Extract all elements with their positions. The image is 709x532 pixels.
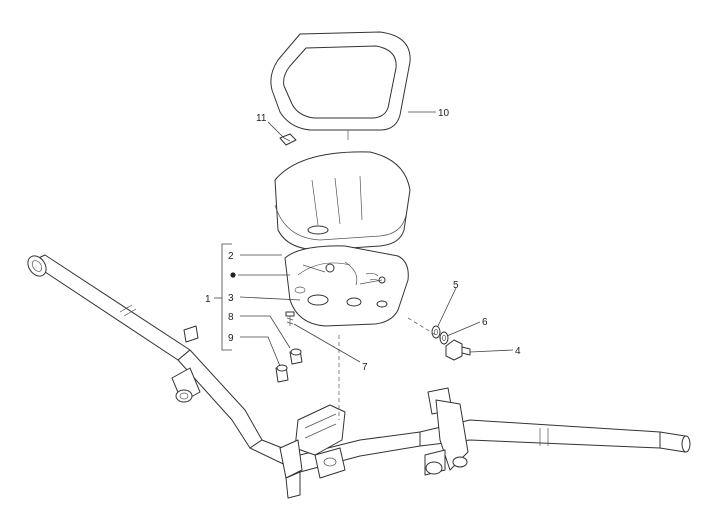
callout-10: 10 [438, 108, 450, 119]
part-10-bezel-ring [270, 31, 411, 140]
callout-labels: 1 2 3 4 5 6 7 8 9 10 11 [205, 108, 521, 373]
part-4-bolt [445, 339, 471, 361]
callout-6: 6 [482, 317, 488, 328]
part-9-bulb [275, 364, 289, 383]
part-8-bulb [289, 348, 303, 365]
callout-4: 4 [515, 346, 521, 357]
part-2-lens-cover [274, 151, 411, 251]
fastener-centre-line [407, 317, 445, 341]
part-11-clip [279, 133, 297, 146]
bullet-marker [230, 272, 236, 278]
leader-lines [230, 111, 514, 367]
assembly-1-bracket [214, 243, 232, 351]
part-7-screw [285, 311, 295, 326]
callout-8: 8 [228, 312, 234, 323]
callout-3: 3 [228, 293, 234, 304]
part-3-instrument-panel [284, 245, 409, 327]
part-6-washer [439, 331, 449, 345]
handlebar [27, 254, 691, 499]
callout-5: 5 [453, 280, 459, 291]
callout-7: 7 [362, 362, 368, 373]
callout-1: 1 [205, 294, 211, 305]
callout-9: 9 [228, 333, 234, 344]
callout-2: 2 [228, 251, 234, 262]
part-5-washer [431, 325, 441, 339]
callout-11: 11 [256, 113, 267, 124]
